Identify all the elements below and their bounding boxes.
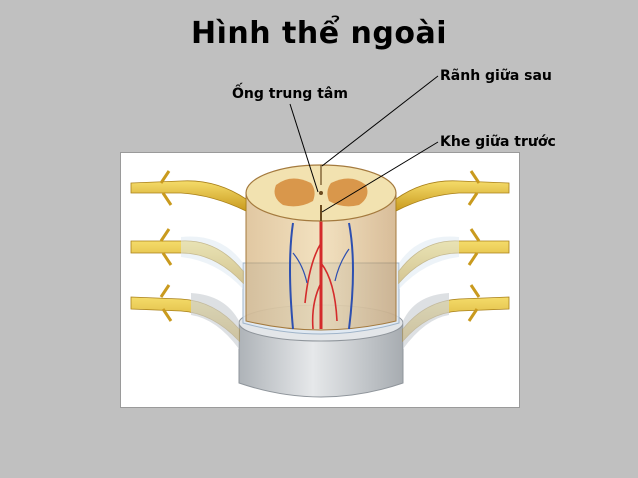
root-sheaths [181, 236, 459, 349]
spinal-cord-drawing [130, 164, 510, 398]
label-central-canal: Ống trung tâm [232, 86, 348, 102]
spinal-cord-body [245, 164, 397, 331]
leader-anterior-median-fissure [321, 141, 439, 213]
slide-title: Hình thể ngoài [190, 16, 447, 51]
leader-posterior-median-sulcus [321, 75, 439, 167]
label-posterior-median-sulcus: Rãnh giữa sau [440, 68, 552, 84]
leader-central-canal [289, 103, 319, 193]
spinal-cord-illustration [120, 152, 520, 408]
label-anterior-median-fissure: Khe giữa trước [440, 134, 556, 150]
